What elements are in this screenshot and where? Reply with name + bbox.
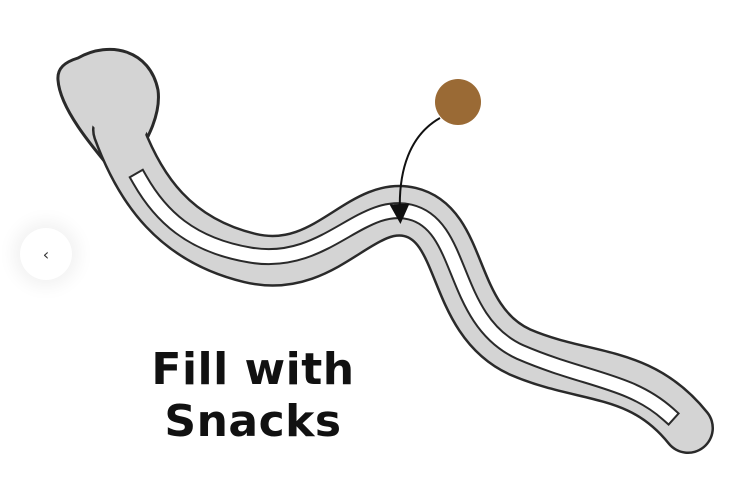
snake-toy	[56, 48, 714, 454]
caption: Fill with Snacks	[120, 344, 386, 448]
caption-line-2: Snacks	[164, 396, 342, 447]
treat-pellet	[435, 79, 481, 125]
insert-arrow	[389, 117, 441, 224]
caption-line-1: Fill with	[151, 344, 355, 395]
chevron-left-icon: ‹	[42, 244, 50, 264]
carousel-prev-button[interactable]: ‹	[20, 228, 72, 280]
